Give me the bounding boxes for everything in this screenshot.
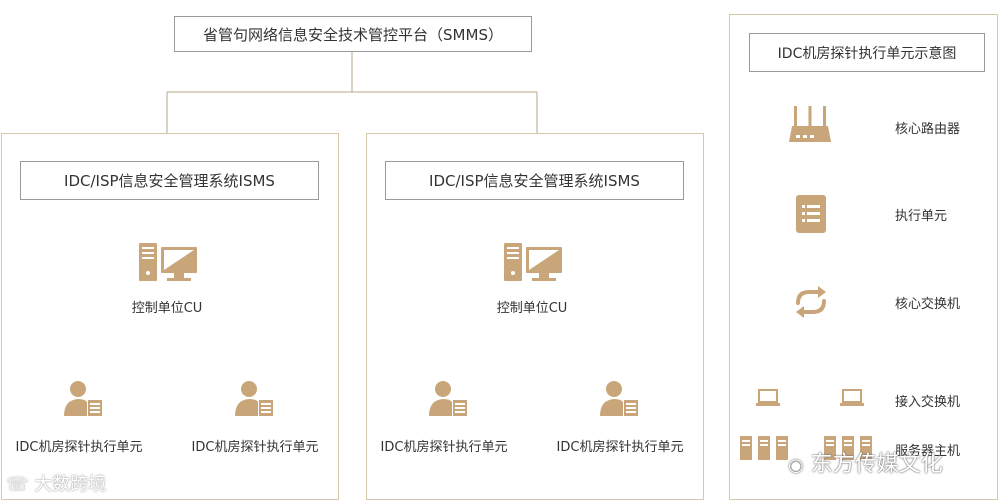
control-unit-label-1: 控制单位CU	[131, 301, 203, 316]
isms-title-box-2: IDC/ISP信息安全管理系统ISMS	[385, 161, 684, 200]
access-switch-icon	[756, 389, 780, 406]
probe-label-left-2: IDC机房探针执行单元	[380, 440, 508, 455]
legend-panel	[729, 14, 998, 500]
watermark-left-logo-icon: ☏	[6, 474, 29, 495]
legend-label-access-switch: 接入交换机	[895, 395, 961, 410]
isms-title-2: IDC/ISP信息安全管理系统ISMS	[429, 172, 640, 190]
legend-title: IDC机房探针执行单元示意图	[777, 45, 957, 62]
probe-label-right-1: IDC机房探针执行单元	[191, 440, 319, 455]
legend-label-core-switch: 核心交换机	[895, 297, 961, 312]
legend-label-execution-unit: 执行单元	[895, 209, 948, 224]
server-host-icon	[824, 436, 872, 460]
watermark-right: ◉ 东方传媒文化	[788, 446, 943, 478]
control-unit-label-2: 控制单位CU	[496, 301, 568, 316]
probe-user-icon-left-2	[429, 381, 467, 416]
probe-user-icon-left-1	[64, 381, 102, 416]
watermark-left-text: 大数跨境	[34, 474, 107, 495]
isms-title-box-1: IDC/ISP信息安全管理系统ISMS	[20, 161, 319, 200]
wechat-icon: ◉	[788, 455, 804, 476]
router-icon	[789, 106, 831, 142]
smms-platform-title: 省管句网络信息安全技术管控平台（SMMS）	[203, 25, 503, 44]
core-switch-icon	[796, 286, 826, 318]
execution-unit-icon	[796, 195, 826, 233]
computer-icon	[139, 243, 197, 281]
legend-label-router: 核心路由器	[895, 122, 961, 137]
probe-label-right-2: IDC机房探针执行单元	[556, 440, 684, 455]
legend-label-server-host: 服务器主机	[895, 444, 961, 459]
legend-title-box: IDC机房探针执行单元示意图	[749, 33, 985, 72]
server-host-icon	[740, 436, 788, 460]
watermark-right-text: 东方传媒文化	[810, 452, 943, 477]
probe-user-icon-right-1	[235, 381, 273, 416]
isms-title-1: IDC/ISP信息安全管理系统ISMS	[64, 172, 275, 190]
watermark-left: ☏ 大数跨境	[6, 470, 106, 496]
access-switch-icon	[840, 389, 864, 406]
smms-platform-box: 省管句网络信息安全技术管控平台（SMMS）	[174, 16, 532, 52]
probe-user-icon-right-2	[600, 381, 638, 416]
computer-icon	[504, 243, 562, 281]
probe-label-left-1: IDC机房探针执行单元	[15, 440, 143, 455]
